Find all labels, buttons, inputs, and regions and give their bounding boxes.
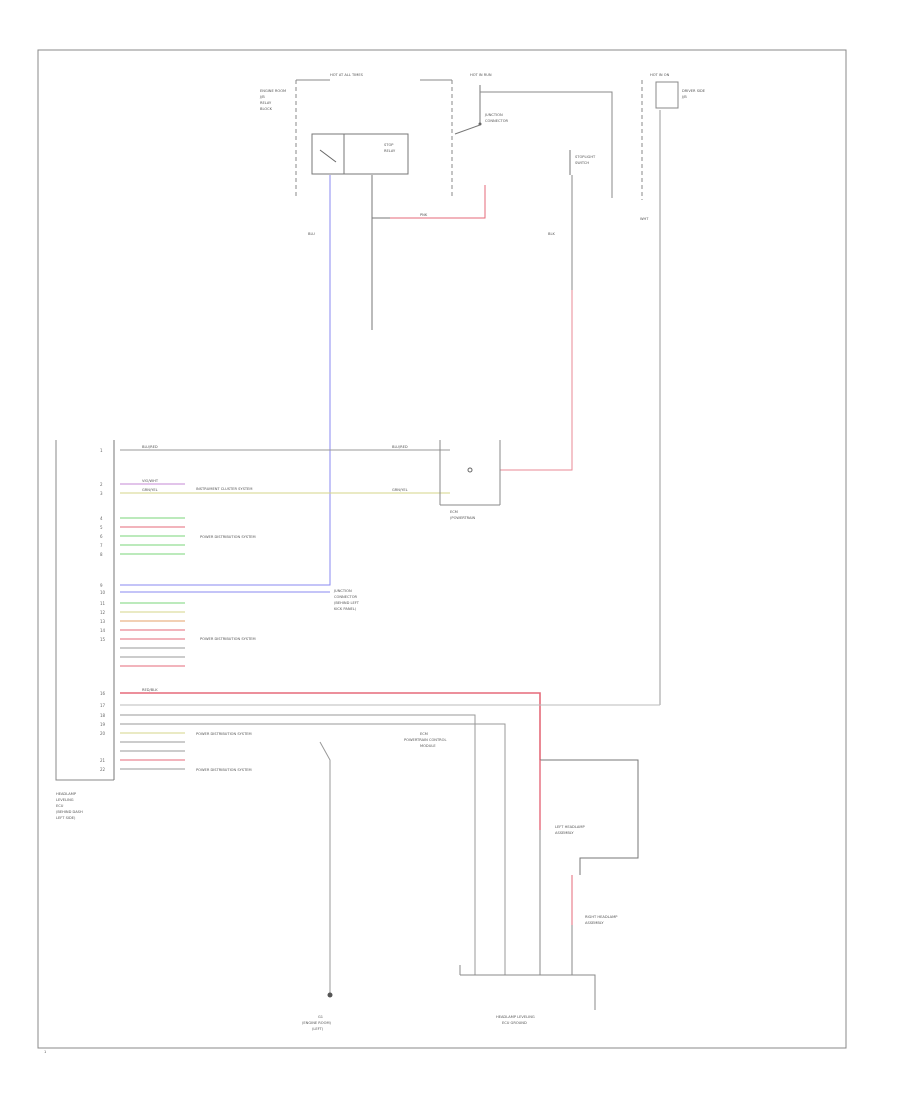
pin-19: 19 — [100, 722, 106, 727]
ecm-mid-label-2: (POWERTRAIN — [450, 516, 476, 520]
system-instrument-cluster: INSTRUMENT CLUSTER SYSTEM — [196, 487, 252, 491]
stoplight-switch-label-1: STOPLIGHT — [575, 155, 596, 159]
pin-6: 6 — [100, 534, 103, 539]
main-module-label-5: LEFT SIDE) — [56, 816, 76, 820]
connector-stubs-1: POWER DISTRIBUTION SYSTEM — [120, 517, 256, 555]
pin-10: 10 — [100, 590, 106, 595]
pin-16: 16 — [100, 691, 106, 696]
wire-label-bluered-1: BLU/RED — [142, 445, 158, 449]
wire-label-blu: BLU — [308, 232, 315, 236]
pin-22: 22 — [100, 767, 106, 772]
wire-pink-right — [500, 290, 573, 471]
main-module-label-2: LEVELING — [56, 798, 74, 802]
left-relay-box-label-2: J/B — [259, 95, 265, 99]
ecm-lower-label-2: POWERTRAIN CONTROL — [404, 738, 447, 742]
stop-relay-label-2: RELAY — [384, 149, 396, 153]
pin-13: 13 — [100, 619, 106, 624]
ground-right-label-2: ECU GROUND — [502, 1021, 527, 1025]
left-relay-box-label-1: ENGINE ROOM — [260, 89, 286, 93]
right-headlamp-label-2: ASSEMBLY — [585, 921, 604, 925]
right-fuse-box: HOT IN ON DRIVER SIDE J/B — [641, 73, 706, 705]
pin-11: 11 — [100, 601, 106, 606]
right-fuse-box-label-2: J/B — [681, 95, 687, 99]
main-module-label-4: (BEHIND DASH — [56, 810, 83, 814]
ground-left-label-1: G1 — [318, 1015, 323, 1019]
wire-label-viowht: VIO/WHT — [142, 479, 159, 483]
ecm-lower: ECM POWERTRAIN CONTROL MODULE — [404, 732, 447, 748]
stoplight-switch-top: STOPLIGHT SWITCH — [569, 150, 596, 175]
pin-20: 20 — [100, 731, 106, 736]
system-power-1: POWER DISTRIBUTION SYSTEM — [200, 535, 256, 539]
stoplight-switch-label-2: SWITCH — [575, 161, 589, 165]
ecu-right: JUNCTION CONNECTOR (BEHIND LEFT KICK PAN… — [333, 589, 360, 611]
wire-label-grnyel-1: GRN/YEL — [142, 488, 158, 492]
wire-blue-main — [120, 175, 331, 586]
fuse-3-label: HOT IN ON — [650, 73, 670, 77]
ecm-lower-label-3: MODULE — [420, 744, 436, 748]
wire-red-top — [390, 185, 486, 219]
ecm-mid: ECM (POWERTRAIN — [439, 440, 501, 520]
ground-right-label-1: HEADLAMP LEVELING — [496, 1015, 535, 1019]
ecu-right-label-4: KICK PANEL) — [334, 607, 357, 611]
connector-stubs-2: POWER DISTRIBUTION SYSTEM — [120, 602, 256, 667]
pin-1: 1 — [100, 448, 103, 453]
stop-relay: STOP RELAY — [311, 133, 409, 175]
wire-label-redblk: RED/BLK — [142, 688, 158, 692]
junction-connector-label-1: JUNCTION — [484, 113, 503, 117]
pin-14: 14 — [100, 628, 106, 633]
ground-left-label-2: (ENGINE ROOM) — [302, 1021, 332, 1025]
footer-mark: 1 — [44, 1050, 46, 1054]
system-power-2: POWER DISTRIBUTION SYSTEM — [200, 637, 256, 641]
right-headlamp-label-1: RIGHT HEADLAMP — [585, 915, 618, 919]
ecm-mid-label-1: ECM — [450, 510, 458, 514]
main-module-label-3: ECU — [56, 804, 64, 808]
left-relay-box-label-4: BLOCK — [260, 107, 273, 111]
pin-8: 8 — [100, 552, 103, 557]
pin-21: 21 — [100, 758, 106, 763]
wire-red-bottom — [120, 692, 541, 760]
pin-7: 7 — [100, 543, 103, 548]
main-module-label-1: HEADLAMP — [56, 792, 77, 796]
ground-left-point — [327, 992, 333, 998]
main-module-label: HEADLAMP LEVELING ECU (BEHIND DASH LEFT … — [56, 792, 83, 820]
right-fuse-box-label-1: DRIVER SIDE — [682, 89, 706, 93]
ecu-right-label-2: CONNECTOR — [334, 595, 358, 599]
wire-label-blk: BLK — [548, 232, 555, 236]
pin-label-group: 1 2 3 4 5 6 7 8 9 10 11 12 13 14 15 16 1… — [100, 448, 106, 772]
pin-12: 12 — [100, 610, 106, 615]
fuse-2-label: HOT IN RUN — [470, 73, 492, 77]
system-power-3: POWER DISTRIBUTION SYSTEM — [196, 732, 252, 736]
pin-2: 2 — [100, 482, 103, 487]
pin-15: 15 — [100, 637, 106, 642]
main-connector — [55, 440, 115, 781]
ecm-lower-label-1: ECM — [420, 732, 428, 736]
pin-5: 5 — [100, 525, 103, 530]
junction-connector-label-2: CONNECTOR — [485, 119, 509, 123]
pin-4: 4 — [100, 516, 103, 521]
wire-label-pnk: PNK — [420, 213, 428, 217]
left-headlamp-label-1: LEFT HEADLAMP — [555, 825, 585, 829]
fuse-1-label: HOT AT ALL TIMES — [330, 73, 364, 77]
pin-9: 9 — [100, 583, 103, 588]
center-fuse: HOT IN RUN JUNCTION CONNECTOR — [454, 73, 613, 198]
system-power-4: POWER DISTRIBUTION SYSTEM — [196, 768, 252, 772]
stop-relay-label-1: STOP — [384, 143, 394, 147]
ecu-right-label-3: (BEHIND LEFT — [334, 601, 360, 605]
left-relay-box: ENGINE ROOM J/B RELAY BLOCK HOT AT ALL T… — [259, 73, 453, 198]
wire-label-wht: WHT — [640, 217, 649, 221]
left-relay-box-label-3: RELAY — [260, 101, 272, 105]
wire-label-bluered-2: BLU/RED — [392, 445, 408, 449]
ecu-right-label-1: JUNCTION — [333, 589, 352, 593]
pin-17: 17 — [100, 703, 106, 708]
pin-18: 18 — [100, 713, 106, 718]
diagram-frame — [37, 49, 847, 1049]
left-headlamp-label-2: ASSEMBLY — [555, 831, 574, 835]
ground-left-label-3: (LEFT) — [312, 1027, 324, 1031]
wire-label-grnyel-2: GRN/YEL — [392, 488, 408, 492]
connector-stubs-3: POWER DISTRIBUTION SYSTEM POWER DISTRIBU… — [120, 732, 252, 772]
pin-3: 3 — [100, 491, 103, 496]
